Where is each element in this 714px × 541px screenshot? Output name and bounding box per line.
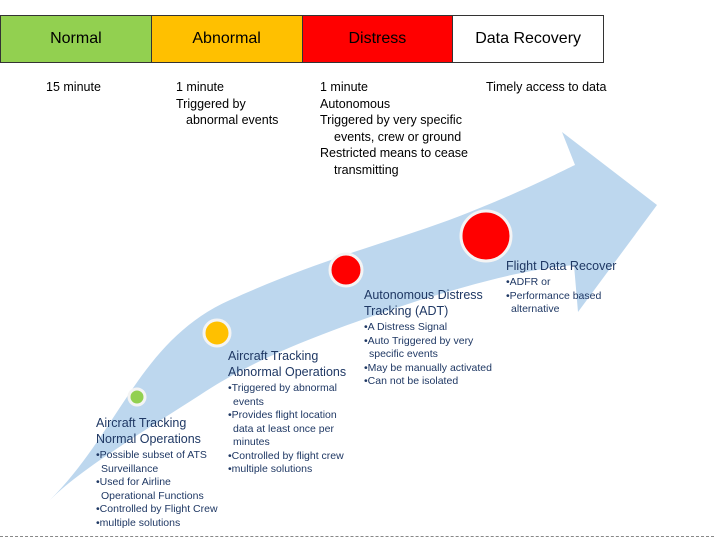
distress-note-line: transmitting: [334, 162, 399, 177]
abnormal-stage-title: Abnormal Operations: [228, 365, 347, 379]
recovery-stage-label: Flight Data Recover •ADFR or •Performanc…: [506, 258, 636, 317]
normal-stage-label: Aircraft Tracking Normal Operations •Pos…: [96, 415, 236, 530]
list-item: •Used for Airline Operational Functions: [96, 476, 204, 502]
abnormal-note: 1 minute Triggered by abnormal events: [176, 79, 278, 129]
phase-distress: Distress: [302, 16, 454, 62]
normal-note: 15 minute: [46, 79, 101, 96]
distress-note-line: Restricted means to cease: [320, 146, 468, 160]
phase-normal-label: Normal: [50, 30, 102, 47]
list-item: •Auto Triggered by very specific events: [364, 334, 474, 361]
phase-abnormal-label: Abnormal: [192, 30, 261, 47]
normal-marker: [127, 387, 147, 407]
distress-note-line: Autonomous: [320, 96, 391, 111]
distress-marker: [328, 252, 364, 288]
distress-note-line: 1 minute: [320, 80, 368, 94]
phase-data-recovery-label: Data Recovery: [475, 30, 582, 47]
normal-stage-bullets: •Possible subset of ATS Surveillance •Us…: [96, 449, 236, 530]
phase-header-bar: Normal Abnormal Distress Data Recovery: [0, 15, 604, 63]
recovery-note: Timely access to data: [486, 79, 606, 96]
phase-data-recovery: Data Recovery: [453, 16, 603, 62]
abnormal-note-line: abnormal events: [186, 113, 279, 127]
distress-note-line: Triggered by very specific: [320, 113, 462, 127]
abnormal-note-line: 1 minute: [176, 80, 224, 94]
list-item: •Controlled by flight crew: [228, 449, 344, 462]
phase-normal: Normal: [1, 16, 152, 62]
distress-stage-title: Autonomous Distress: [364, 288, 483, 302]
abnormal-stage-label: Aircraft Tracking Abnormal Operations •T…: [228, 348, 363, 477]
distress-note: 1 minute Autonomous Triggered by very sp…: [320, 79, 468, 178]
distress-stage-label: Autonomous Distress Tracking (ADT) •A Di…: [364, 287, 509, 389]
recovery-note-line: Timely access to data: [486, 80, 607, 94]
bottom-divider: [0, 536, 714, 537]
phase-distress-label: Distress: [348, 30, 407, 47]
phase-abnormal: Abnormal: [151, 16, 303, 62]
distress-note-line: events, crew or ground: [334, 129, 462, 144]
list-item: •multiple solutions: [228, 463, 313, 475]
distress-stage-bullets: •A Distress Signal •Auto Triggered by ve…: [364, 321, 509, 389]
normal-note-line: 15 minute: [46, 80, 101, 94]
list-item: •May be manually activated: [364, 361, 492, 374]
abnormal-stage-bullets: •Triggered by abnormal events •Provides …: [228, 382, 363, 477]
list-item: •Performance based alternative: [506, 289, 602, 316]
list-item: •Provides flight location data at least …: [228, 409, 337, 448]
list-item: •Possible subset of ATS Surveillance: [96, 449, 207, 475]
list-item: •Can not be isolated: [364, 375, 459, 387]
recovery-stage-bullets: •ADFR or •Performance based alternative: [506, 276, 636, 317]
list-item: •ADFR or: [506, 276, 551, 288]
distress-stage-title: Tracking (ADT): [364, 304, 449, 318]
normal-stage-title: Aircraft Tracking: [96, 416, 187, 430]
normal-stage-title: Normal Operations: [96, 432, 201, 446]
list-item: •A Distress Signal: [364, 321, 448, 333]
list-item: •Controlled by Flight Crew: [96, 503, 218, 515]
abnormal-note-line: Triggered by: [176, 96, 246, 111]
list-item: •multiple solutions: [96, 516, 181, 529]
abnormal-marker: [202, 318, 232, 348]
recovery-stage-title: Flight Data Recover: [506, 259, 617, 273]
list-item: •Triggered by abnormal events: [228, 382, 337, 408]
recovery-marker: [459, 209, 513, 263]
abnormal-stage-title: Aircraft Tracking: [228, 349, 319, 363]
